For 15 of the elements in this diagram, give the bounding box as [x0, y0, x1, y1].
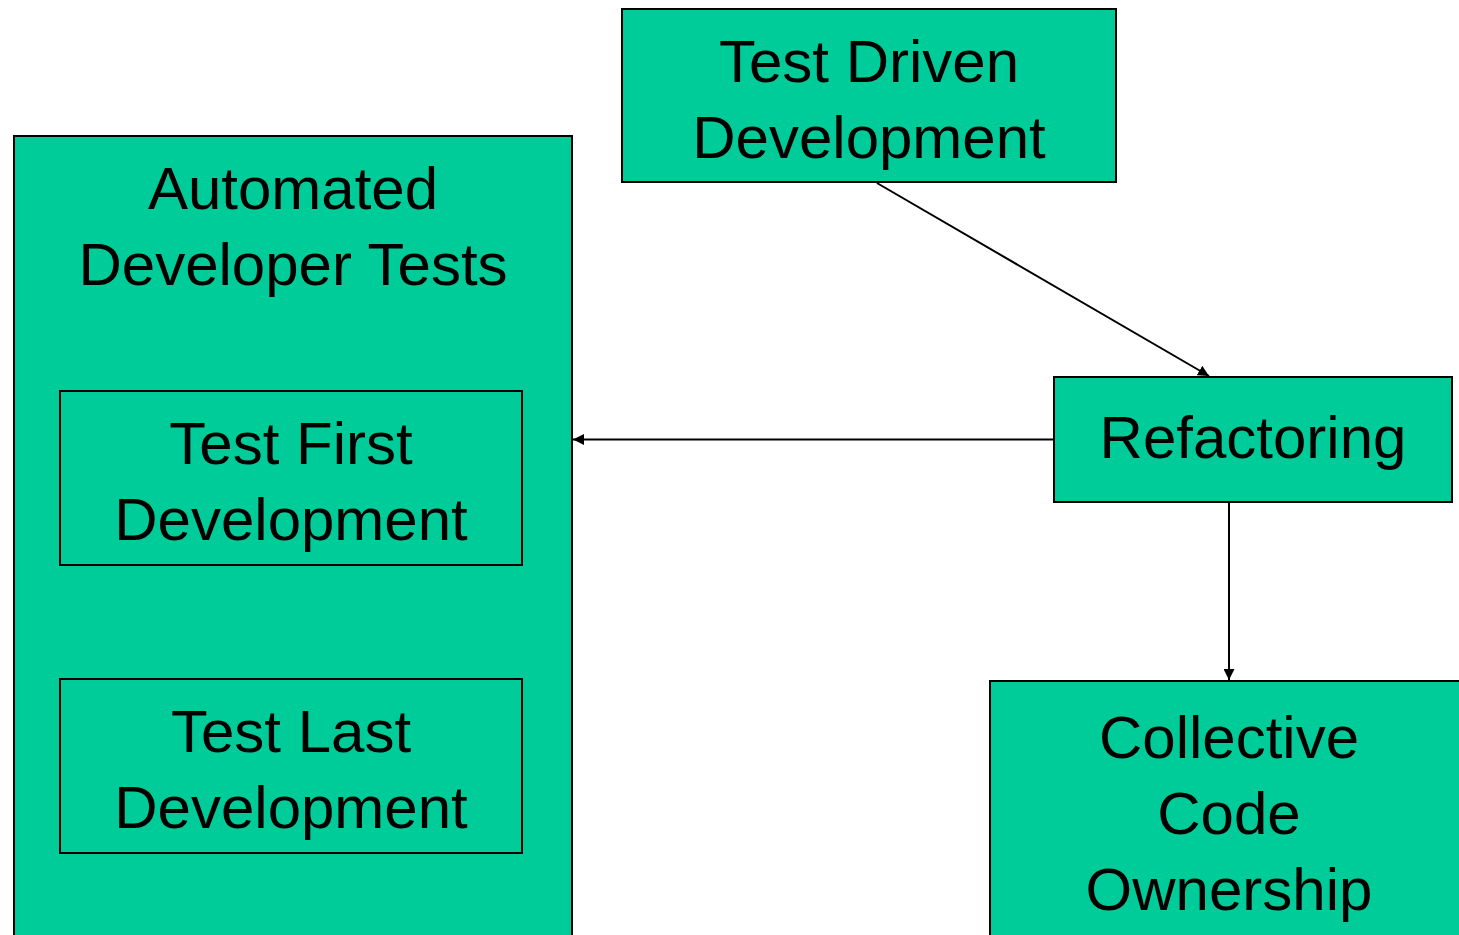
arrow	[875, 182, 1210, 377]
process-box	[13, 135, 573, 935]
process-box	[989, 680, 1459, 935]
box-label: Automated Developer Tests	[77, 154, 509, 300]
box-label: Collective Code Ownership	[1084, 703, 1374, 925]
process-box	[59, 678, 523, 854]
box-label: Test First Development	[113, 409, 469, 555]
box-label: Refactoring	[1098, 403, 1408, 473]
box-label: Test Last Development	[113, 697, 469, 843]
arrow	[1223, 502, 1235, 681]
box-label: Test Driven Development	[691, 27, 1047, 173]
arrow	[572, 434, 1054, 445]
process-box	[59, 390, 523, 566]
process-box	[621, 8, 1117, 183]
process-box	[1053, 376, 1453, 503]
